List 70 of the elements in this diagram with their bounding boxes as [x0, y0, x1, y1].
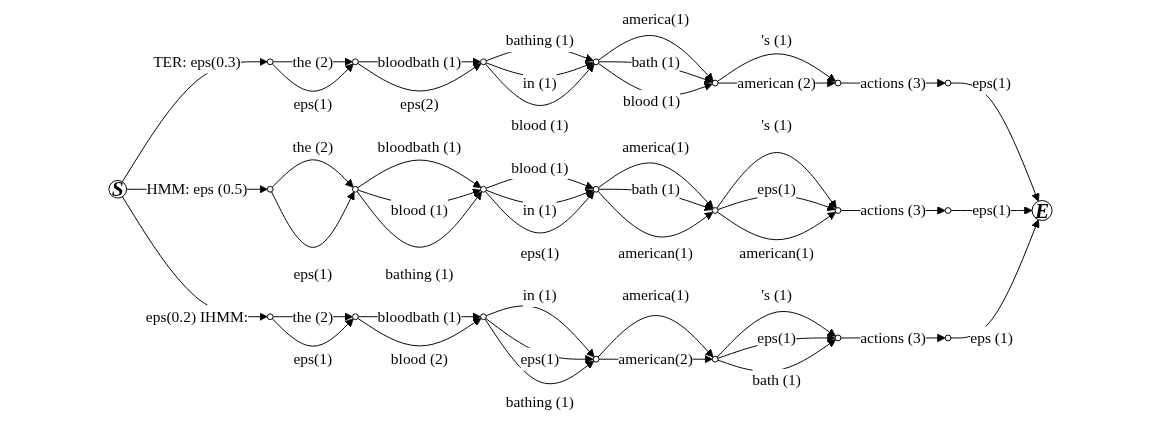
edge-label: in (1) — [522, 201, 557, 219]
node-circle — [944, 79, 952, 87]
edge-label: eps(1) — [293, 95, 333, 113]
edge-label: bath (1) — [631, 53, 680, 70]
edge-label: bloodbath (1) — [377, 138, 462, 155]
edge-label: blood (1) — [623, 92, 681, 110]
node-circle — [266, 58, 274, 66]
node-circle — [834, 334, 842, 342]
node-circle — [711, 207, 719, 214]
edge-label: eps(1) — [293, 350, 333, 367]
edge-label: 's (1) — [761, 286, 792, 304]
node-circle — [711, 355, 719, 363]
edge-label: america(1) — [622, 10, 690, 28]
edge-label: HMM: eps (0.5) — [146, 180, 248, 197]
edge-label: eps(2) — [400, 95, 439, 113]
edge-label: america(1) — [622, 286, 690, 304]
edge-label: actions (3) — [860, 74, 926, 91]
edge-label: american(2) — [618, 350, 693, 367]
edge-label: the (2) — [292, 308, 334, 325]
node-circle — [592, 355, 600, 363]
edge-label: in (1) — [522, 74, 557, 91]
node-circle — [834, 79, 842, 87]
node-circle — [711, 79, 719, 87]
edge-label: eps (1) — [970, 329, 1013, 346]
node-circle — [944, 207, 952, 214]
node-circle — [944, 334, 952, 342]
edge-label: actions (3) — [860, 329, 926, 346]
edge-label: bathing (1) — [505, 393, 574, 410]
edge-label: bloodbath (1) — [377, 308, 462, 325]
edge-label: the (2) — [292, 53, 334, 70]
edge-label: eps(1) — [757, 180, 796, 197]
node-circle — [480, 313, 487, 321]
node-circle — [592, 58, 600, 66]
edge-label: american (2) — [737, 74, 816, 91]
edge-label: bath (1) — [752, 371, 801, 389]
edge-label: TER: eps(0.3) — [153, 53, 241, 70]
edge-label: actions (3) — [860, 201, 926, 219]
edge-label: blood (1) — [511, 116, 569, 134]
node-circle — [352, 185, 359, 193]
node-circle — [352, 58, 359, 66]
edge-label: blood (1) — [390, 201, 448, 219]
edge-label: 's (1) — [761, 116, 792, 134]
edge-label: in (1) — [522, 286, 557, 304]
node-circle — [480, 185, 487, 193]
edge-label: bathing (1) — [505, 31, 574, 49]
edge-label: eps(1) — [293, 265, 333, 282]
edge-label: the (2) — [292, 138, 334, 155]
node-circle — [352, 313, 359, 321]
edge-label: american(1) — [618, 244, 693, 261]
edge-label: america(1) — [622, 138, 690, 155]
edge-label: bloodbath (1) — [377, 53, 462, 70]
node-circle — [266, 185, 274, 193]
node-circle — [834, 207, 842, 214]
edge-label: 's (1) — [761, 31, 792, 49]
node-circle — [592, 185, 600, 193]
edge-label: bathing (1) — [385, 265, 454, 282]
edge-label: american(1) — [739, 244, 814, 261]
edge-label: eps(1) — [972, 74, 1011, 91]
edge-label: eps(0.2) IHMM: — [145, 308, 248, 325]
edge-label: eps(1) — [972, 201, 1011, 219]
edge-label: eps(1) — [520, 244, 560, 261]
edge-label: blood (1) — [511, 159, 569, 176]
edge-label: eps(1) — [520, 350, 560, 367]
node-circle — [480, 58, 487, 66]
node-circle — [266, 313, 274, 321]
edge-label: bath (1) — [631, 180, 680, 197]
edge-label: eps(1) — [757, 329, 796, 346]
node-circle: E — [1031, 200, 1053, 221]
edge-label: blood (2) — [390, 350, 448, 367]
node-circle: S — [108, 179, 128, 199]
